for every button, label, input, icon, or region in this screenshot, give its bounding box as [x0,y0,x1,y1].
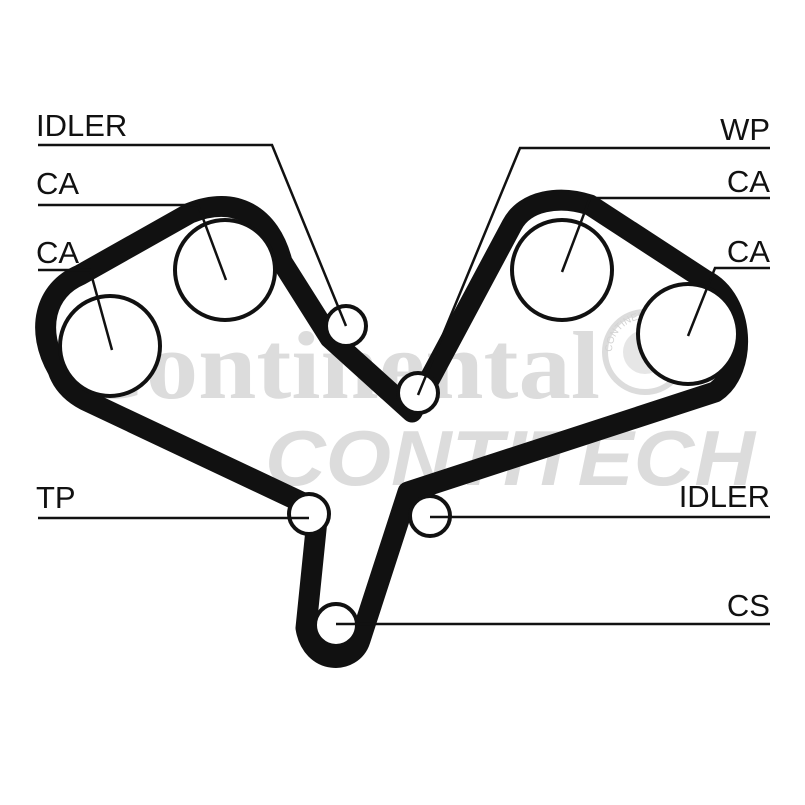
leader-wp [416,146,770,396]
label-right-ca-lower: CA [727,234,770,269]
pulleys [58,218,740,648]
label-tp: TP [36,480,76,515]
leader-left-ca-lower [38,268,114,351]
label-left-ca-upper: CA [36,166,79,201]
labels: IDLER CA CA TP WP CA CA IDLER CS [36,108,770,623]
label-cs: CS [727,588,770,623]
leader-right-ca-lower [686,266,770,337]
leader-left-idler [38,143,348,327]
camshaft-pulley-left-upper [173,218,277,322]
belt [35,189,749,668]
label-wp: WP [720,112,770,147]
leader-left-ca-upper [38,203,228,281]
timing-belt [35,189,749,668]
leader-lines [38,143,770,626]
label-right-idler: IDLER [679,479,770,514]
label-left-ca-lower: CA [36,235,79,270]
tensioner-pulley [287,492,331,536]
label-left-idler: IDLER [36,108,127,143]
leader-right-ca-upper [560,196,770,273]
label-right-ca-upper: CA [727,164,770,199]
